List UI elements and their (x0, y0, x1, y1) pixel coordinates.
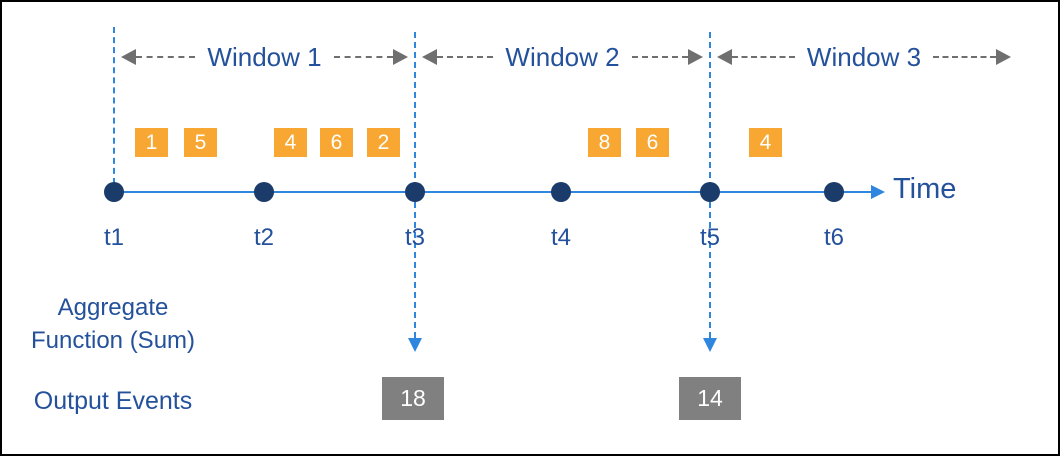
tick-label-t5: t5 (699, 224, 720, 251)
tick-label-t6: t6 (823, 224, 844, 251)
event-box: 1 (135, 128, 168, 157)
left-arrowhead-icon (121, 49, 136, 65)
dashed-line (933, 56, 996, 58)
event-box: 8 (588, 128, 621, 157)
event-box: 4 (274, 128, 307, 157)
tick-label-t2: t2 (253, 224, 274, 251)
output-event-box: 14 (679, 377, 741, 420)
window-boundary-line-t1 (113, 27, 115, 184)
right-arrowhead-icon (688, 49, 703, 65)
timeline-dot-t2 (254, 182, 274, 202)
right-arrowhead-icon (996, 49, 1011, 65)
dashed-line (437, 56, 494, 58)
aggregate-function-label: Aggregate Function (Sum) (18, 291, 208, 357)
dashed-line (333, 56, 393, 58)
left-arrowhead-icon (717, 49, 732, 65)
event-box: 5 (184, 128, 217, 157)
window-3-span: Window 3 (710, 43, 1018, 71)
left-arrowhead-icon (422, 49, 437, 65)
dashed-line (732, 56, 795, 58)
down-arrowhead-icon (703, 338, 717, 352)
event-box: 2 (367, 128, 400, 157)
dashed-line (631, 56, 688, 58)
timeline-dot-t3 (405, 182, 425, 202)
timeline-arrowhead-icon (871, 185, 885, 199)
tick-label-t4: t4 (550, 224, 571, 251)
dashed-line (136, 56, 196, 58)
timeline-dot-t5 (700, 182, 720, 202)
event-box: 6 (636, 128, 669, 157)
tick-label-t1: t1 (103, 224, 124, 251)
timeline-dot-t1 (104, 182, 124, 202)
timeline-dot-t6 (824, 182, 844, 202)
output-events-label: Output Events (33, 387, 193, 415)
timeline-axis (114, 191, 871, 193)
time-axis-label: Time (893, 173, 957, 205)
aggregate-function-label-line1: Aggregate (57, 294, 169, 321)
window-2-span: Window 2 (415, 43, 710, 71)
window-1-label: Window 1 (207, 42, 322, 72)
timeline-dot-t4 (551, 182, 571, 202)
window-3-label: Window 3 (806, 42, 922, 72)
tick-label-t3: t3 (404, 224, 425, 251)
output-event-box: 18 (382, 377, 444, 420)
right-arrowhead-icon (393, 49, 408, 65)
window-1-span: Window 1 (114, 43, 415, 71)
window-2-label: Window 2 (505, 42, 620, 72)
event-box: 6 (320, 128, 353, 157)
down-arrowhead-icon (408, 338, 422, 352)
aggregate-function-label-line2: Function (Sum) (30, 327, 196, 354)
event-box: 4 (749, 128, 782, 157)
